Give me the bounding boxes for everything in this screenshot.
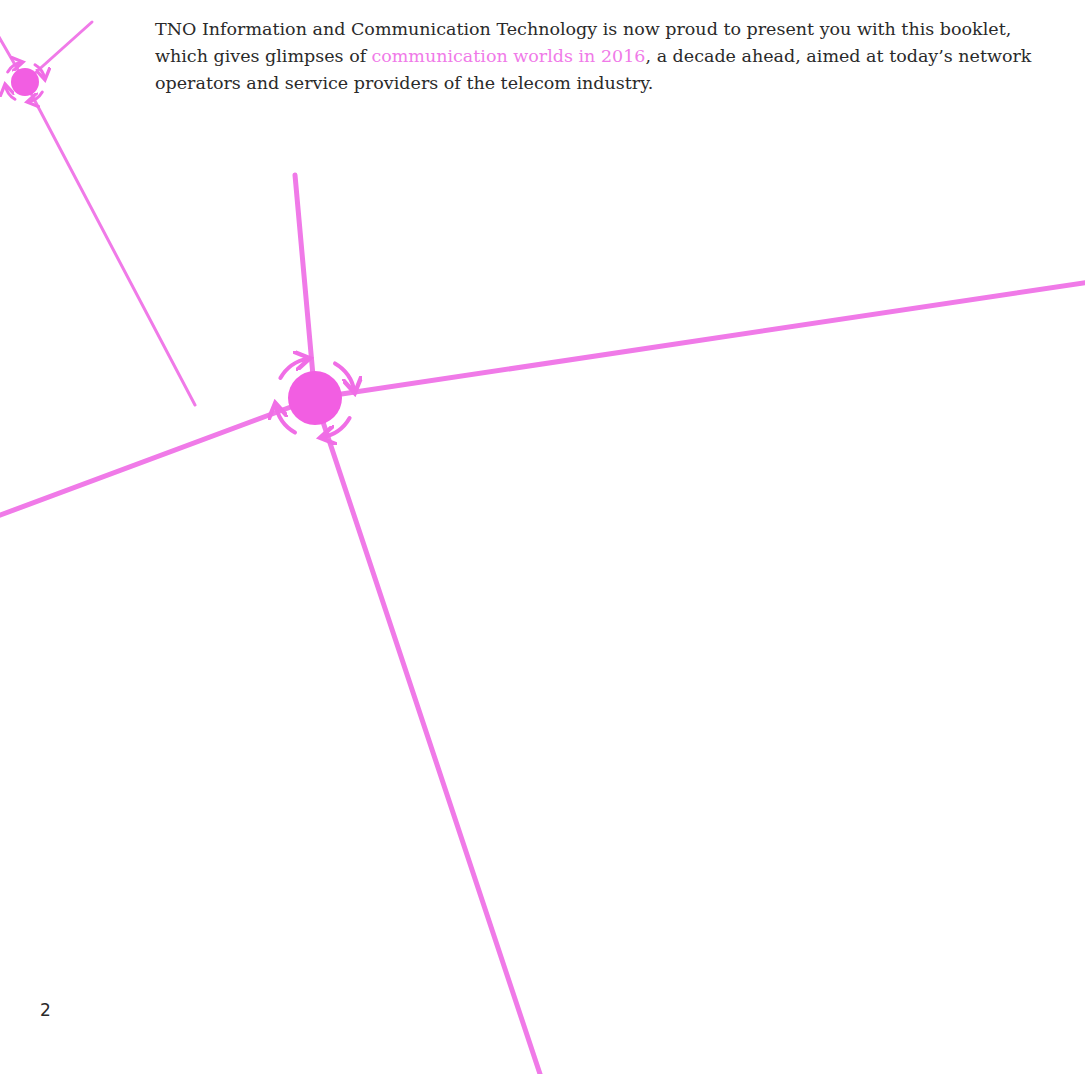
page-number: 2 — [40, 1000, 51, 1020]
small-node — [5, 62, 44, 101]
network-lines — [0, 22, 1085, 1074]
highlight-text: communication worlds in 2016 — [371, 46, 645, 66]
hub-node — [276, 359, 355, 438]
intro-paragraph: TNO Information and Communication Techno… — [155, 16, 1060, 97]
